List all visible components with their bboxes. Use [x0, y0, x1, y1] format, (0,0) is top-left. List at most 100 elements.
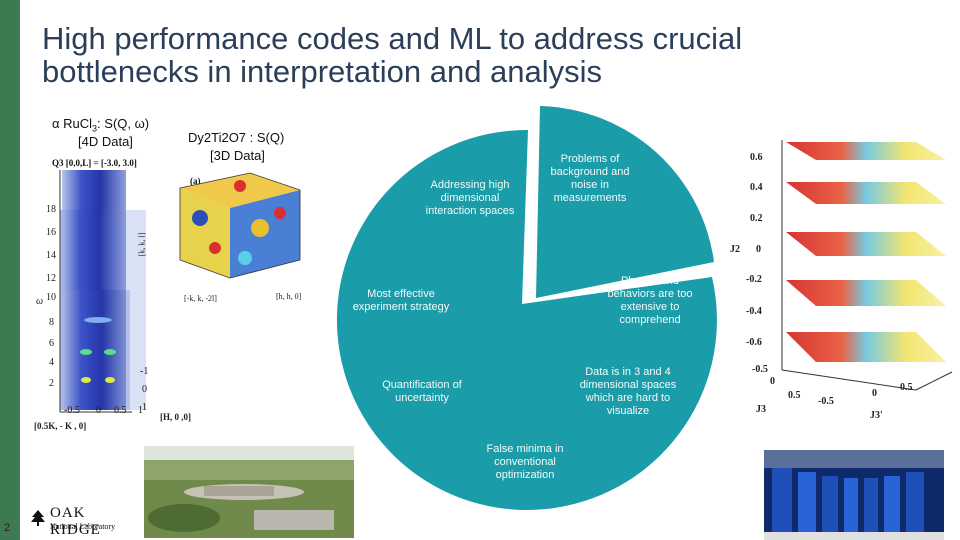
- mid-figure-cube: [179, 172, 301, 279]
- j3-tick: -0.5: [818, 396, 834, 407]
- cube-outline: [179, 172, 301, 279]
- logo-name: OAK RIDGE: [50, 505, 101, 538]
- y-tick: 10: [46, 292, 56, 303]
- slide-title: High performance codes and ML to address…: [42, 22, 912, 88]
- pie-label-background: Problems of background and noise in meas…: [550, 153, 630, 204]
- plot-hotspot: [104, 349, 116, 355]
- cube-blob: [209, 242, 221, 254]
- slide-title-line-2: bottlenecks in interpretation and analys…: [42, 54, 603, 89]
- pie-label-strategy: Most effective experiment strategy: [352, 288, 450, 313]
- cube-blob: [251, 219, 269, 237]
- photo-trees: [148, 504, 220, 532]
- x2-axis-label: [H, 0 ,0]: [160, 412, 191, 422]
- phase-layer: [786, 280, 946, 306]
- tree-icon: [31, 510, 45, 526]
- mid-axis-left: [k, k, l]: [137, 232, 147, 257]
- photo-building: [204, 486, 274, 496]
- y-tick: 16: [46, 227, 56, 238]
- mid-figure-panel-tag: (a): [190, 176, 201, 186]
- photo-cabinet: [906, 472, 924, 540]
- ornl-logo: OAK RIDGE National Laboratory: [28, 505, 128, 538]
- plot-hotspot: [80, 349, 92, 355]
- left-figure-subtitle: [4D Data]: [78, 134, 133, 149]
- plot-slab: [60, 250, 126, 290]
- x-axis-label: [0.5K, - K , 0]: [34, 421, 87, 431]
- plot-slab: [60, 330, 130, 370]
- left-figure-plot: [59, 170, 146, 413]
- supercomputer-photo: [764, 450, 944, 540]
- left-figure-title: α RuCl3: S(Q, ω): [52, 116, 150, 134]
- x-tick: 1: [138, 405, 143, 416]
- pie-label-visualize: Data is in 3 and 4 dimensional spaces wh…: [579, 366, 677, 417]
- y-tick: 6: [49, 338, 54, 349]
- y-tick: 14: [46, 250, 56, 261]
- y-tick: 12: [46, 273, 56, 284]
- j2-axis-label: J2: [730, 244, 740, 255]
- pie-label-uncertainty: Quantification of uncertainty: [382, 379, 462, 404]
- mid-axis-right: [h, h, 0]: [276, 292, 302, 301]
- sidebar-accent-bar: [0, 0, 20, 540]
- cube-blob: [234, 180, 246, 192]
- j2-tick: -0.2: [746, 274, 762, 285]
- x-tick: -0.5: [64, 405, 80, 416]
- plot-slab: [60, 370, 130, 410]
- photo-floor: [764, 532, 944, 540]
- photo-ceiling: [764, 450, 944, 468]
- cube-blob: [238, 251, 252, 265]
- phase-axis: [915, 371, 953, 391]
- photo-cabinet: [864, 478, 878, 540]
- phase-layer: [786, 142, 946, 160]
- pie-main-segment: [336, 129, 717, 510]
- campus-aerial-photo: [144, 446, 354, 538]
- cube-blob: [192, 210, 208, 226]
- phase-layer: [786, 332, 946, 362]
- j3-prime-axis-label: J3': [870, 410, 883, 421]
- plot-hotspot: [81, 377, 91, 383]
- y-tick: 4: [49, 357, 54, 368]
- x-tick: 0: [96, 405, 101, 416]
- right-figure-stack: [781, 140, 953, 391]
- j2-tick: 0.6: [750, 152, 763, 163]
- j3-tick: 0.5: [900, 382, 913, 393]
- photo-cabinet: [884, 476, 900, 540]
- y-tick: 2: [49, 378, 54, 389]
- plot-side-slab: [126, 210, 146, 410]
- j2-tick: -0.4: [746, 306, 762, 317]
- phase-axis: [781, 369, 917, 391]
- plot-slab: [60, 210, 126, 250]
- j2-tick: 0.4: [750, 182, 763, 193]
- j3-tick: -0.5: [752, 364, 768, 375]
- slide-title-line-1: High performance codes and ML to address…: [42, 21, 743, 56]
- pie-label-minima: False minima in conventional optimizatio…: [486, 443, 564, 481]
- plot-slab: [60, 290, 130, 330]
- x2-tick: 0: [142, 384, 147, 395]
- j3-tick: 0: [872, 388, 877, 399]
- pie-label-interaction: Addressing high dimensional interaction …: [425, 179, 515, 217]
- photo-cabinet: [772, 468, 792, 540]
- logo-sub: National Laboratory: [50, 522, 116, 531]
- photo-parking-lot: [254, 510, 334, 530]
- j2-tick: -0.6: [746, 337, 762, 348]
- j3-tick: 0: [770, 376, 775, 387]
- j2-tick: 0.2: [750, 213, 763, 224]
- j2-tick: 0: [756, 244, 761, 255]
- x-tick: 0.5: [114, 405, 127, 416]
- j3-axis-label: J3: [756, 404, 766, 415]
- plot-slab: [62, 170, 126, 210]
- left-figure-axis-caption: Q3 [0,0,L] = [-3.0, 3.0]: [52, 158, 137, 168]
- j3-tick: 0.5: [788, 390, 801, 401]
- mid-axis-bottom: [-k, k, -2l]: [184, 294, 217, 303]
- plot-hotspot: [84, 317, 112, 323]
- pie-exploded-segment: [536, 106, 714, 298]
- photo-cabinet: [844, 478, 858, 540]
- slide-number: 2: [4, 522, 11, 534]
- x2-tick: 1: [142, 402, 147, 413]
- mid-figure-subtitle: [3D Data]: [210, 148, 265, 163]
- pie-label-phases: Phases and behaviors are too extensive t…: [607, 275, 693, 326]
- cube-blob: [274, 207, 286, 219]
- plot-hotspot: [105, 377, 115, 383]
- phase-layer: [786, 182, 946, 204]
- x2-tick: -1: [140, 366, 149, 377]
- phase-layer: [786, 232, 946, 256]
